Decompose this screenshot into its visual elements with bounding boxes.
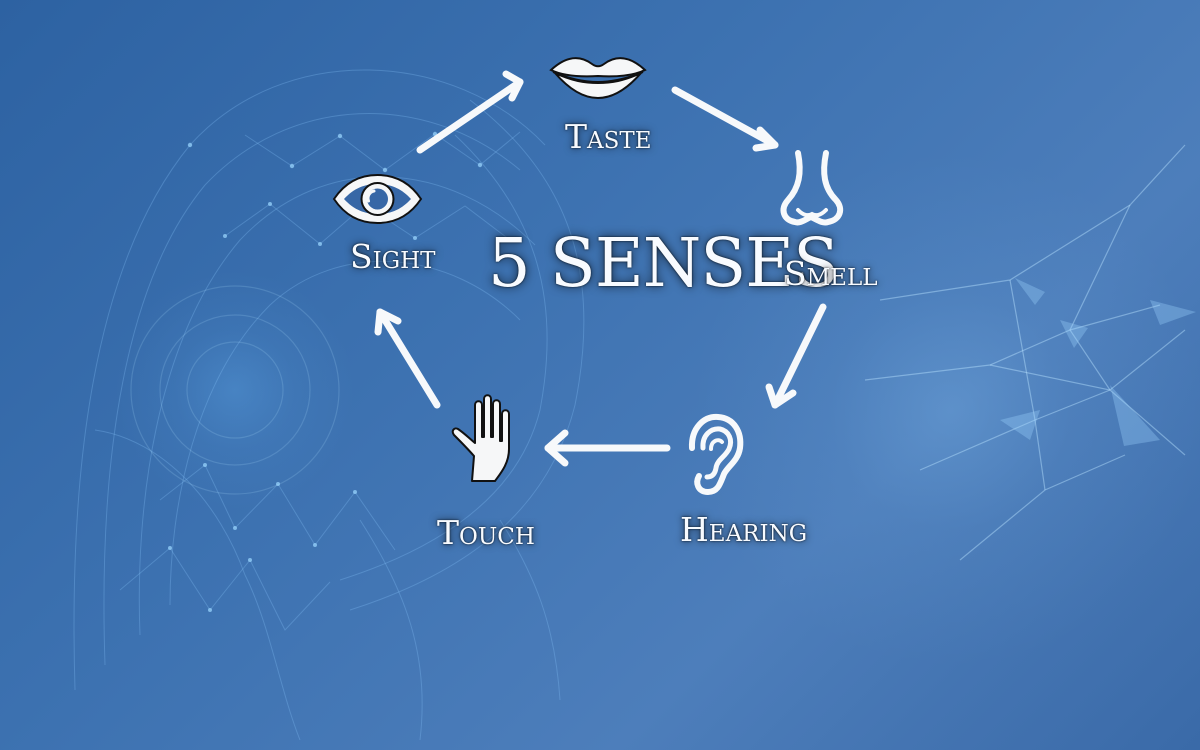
sense-label-sight: Sight: [350, 237, 436, 276]
sense-label-smell: Smell: [784, 254, 878, 293]
hand-icon: [448, 392, 533, 486]
arrow-hearing-to-touch: [544, 429, 671, 467]
nose-icon: [778, 148, 846, 228]
sense-label-taste: Taste: [565, 117, 652, 156]
diagram-title: 5 SENSES: [488, 224, 839, 302]
arrow-smell-to-hearing: [765, 303, 827, 409]
eye-icon: [330, 167, 425, 231]
sense-label-hearing: Hearing: [680, 510, 808, 549]
arrow-sight-to-taste: [416, 70, 524, 154]
arrow-taste-to-smell: [671, 86, 779, 152]
arrow-touch-to-sight: [374, 308, 441, 409]
lips-icon: [548, 48, 648, 102]
ear-icon: [678, 410, 746, 496]
sense-label-touch: Touch: [437, 513, 535, 552]
